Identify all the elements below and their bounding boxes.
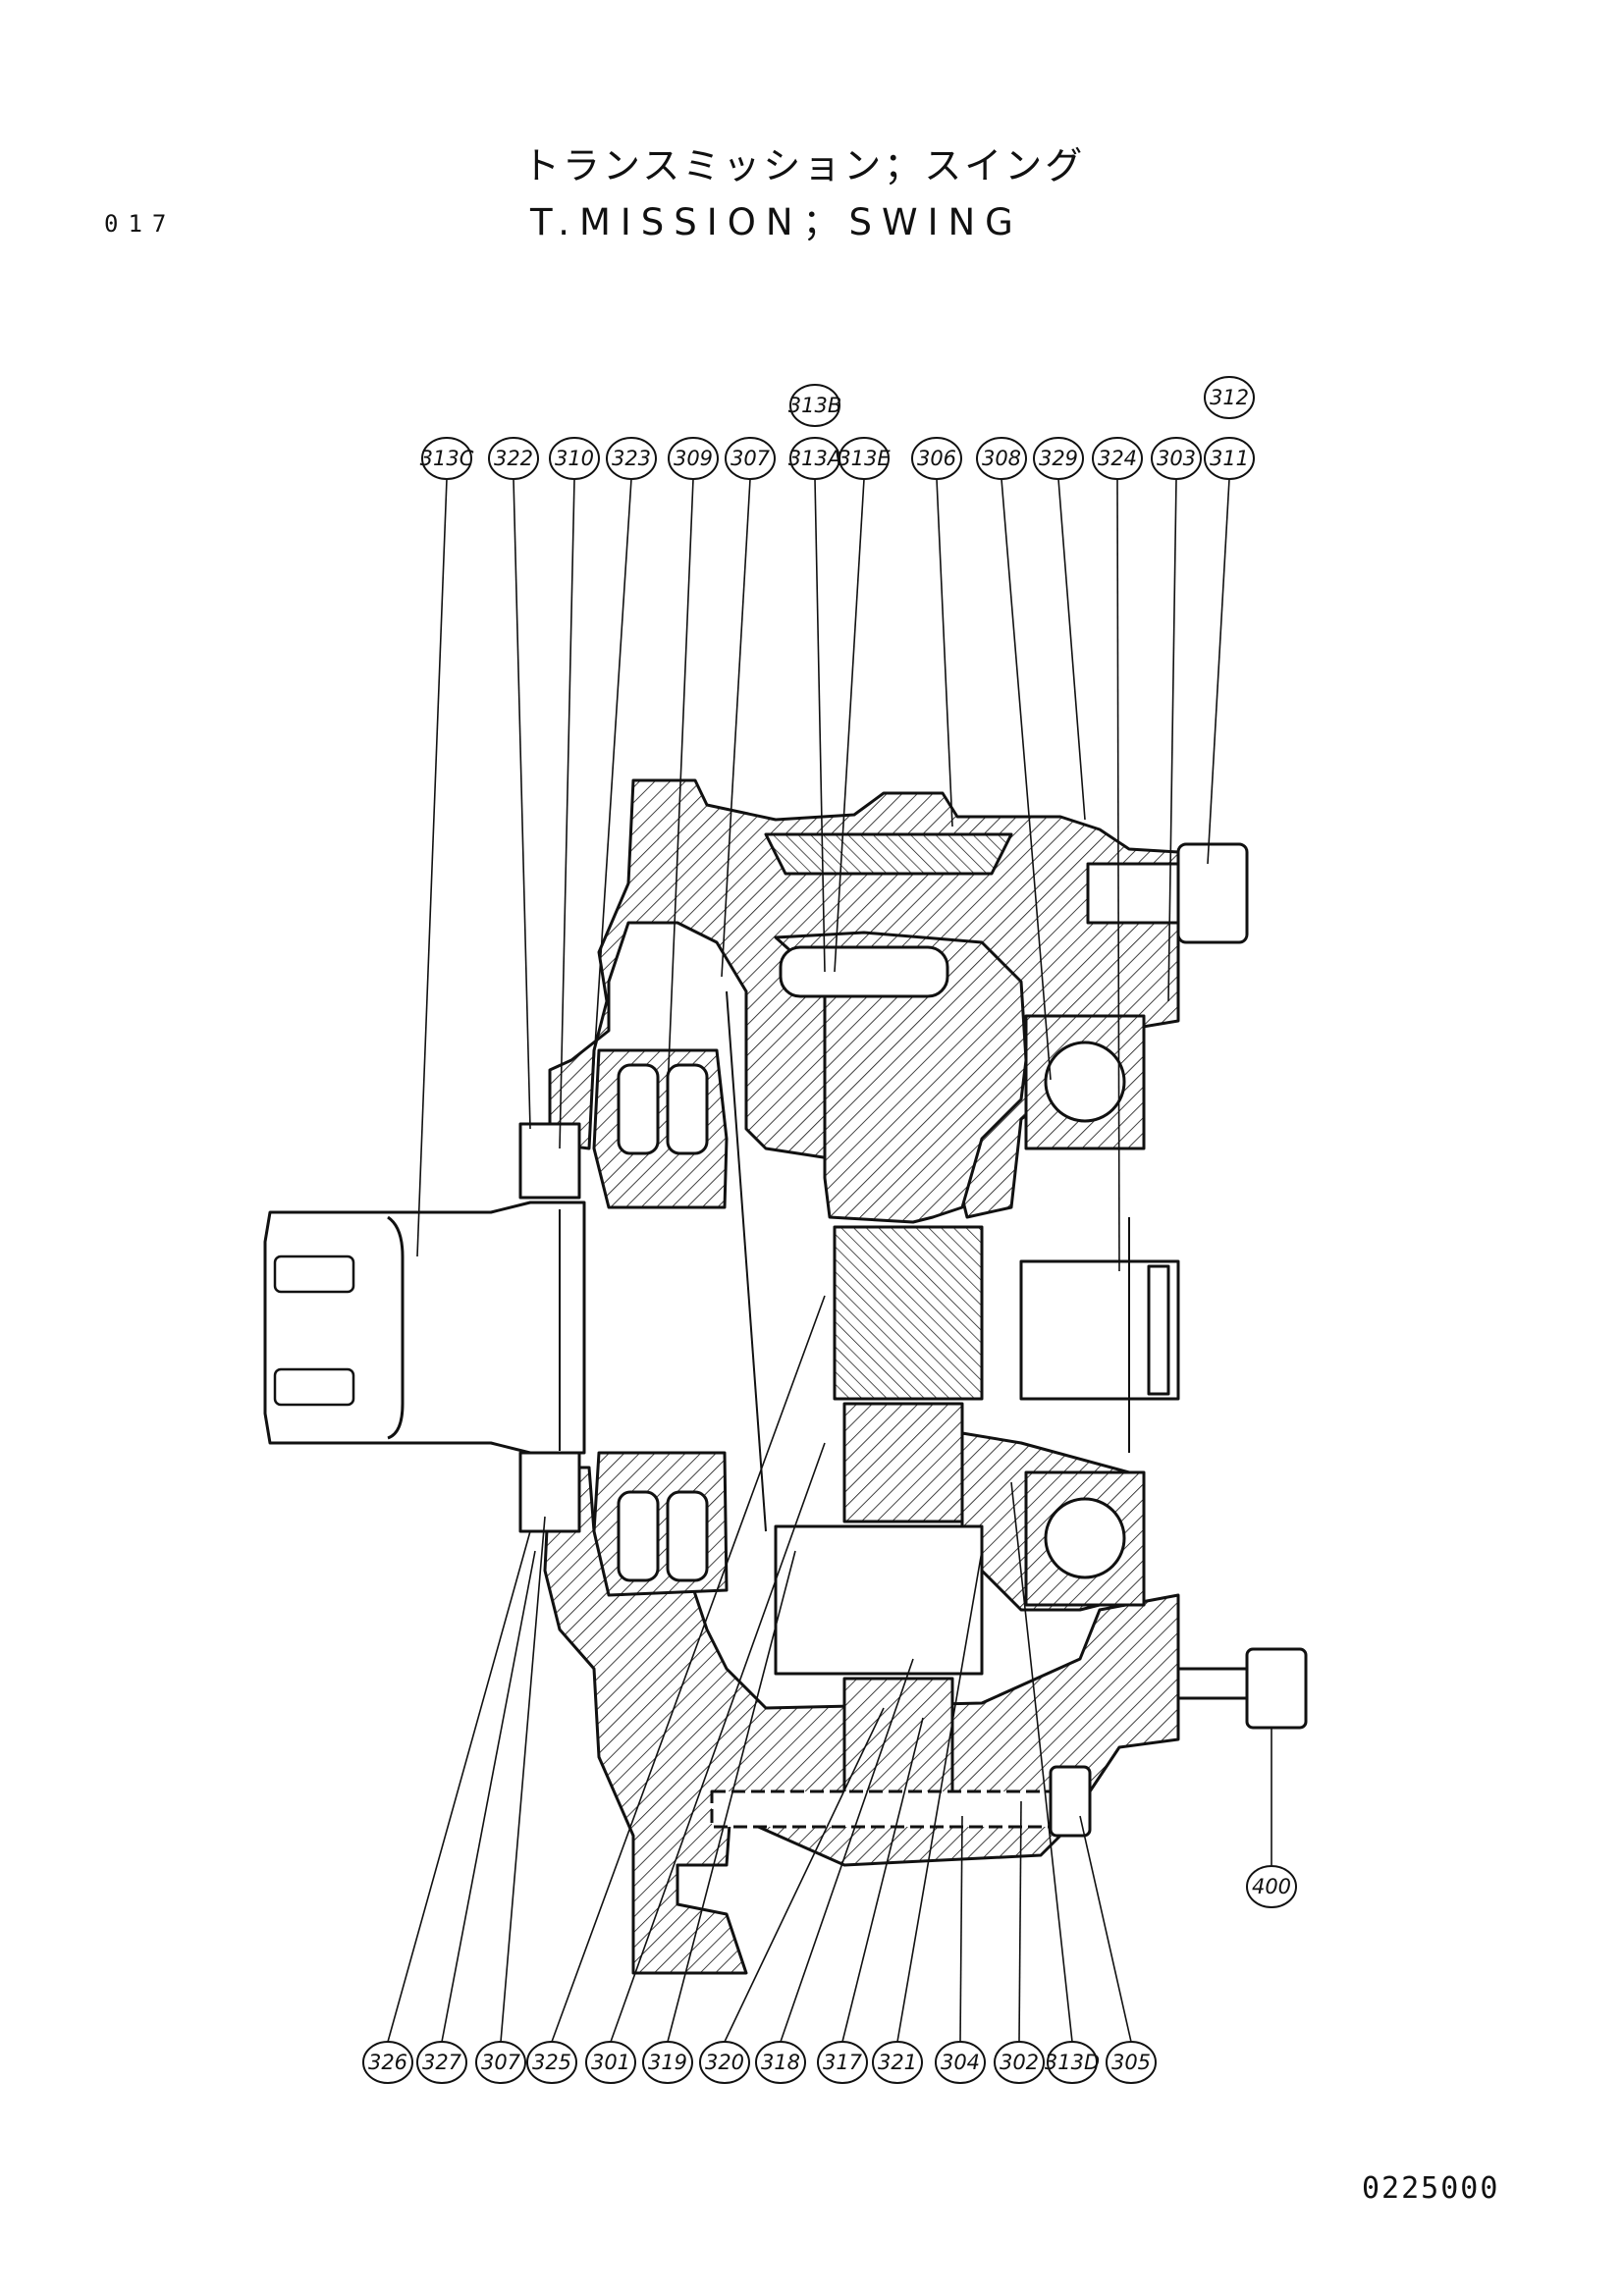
output-shaft <box>263 1201 586 1455</box>
callout-313d: 313D <box>1045 2041 1100 2084</box>
svg-text:400: 400 <box>1252 1875 1291 1898</box>
callout-313c: 313C <box>420 437 474 480</box>
svg-text:313E: 313E <box>838 447 891 470</box>
spline-upper <box>273 1255 355 1294</box>
seal-left-upper <box>518 1122 581 1200</box>
callout-313e: 313E <box>838 437 891 480</box>
bolt-305 <box>710 1789 1077 1829</box>
callout-323: 323 <box>606 437 657 480</box>
pin-shaft <box>774 1524 984 1676</box>
svg-text:317: 317 <box>823 2051 863 2074</box>
svg-text:325: 325 <box>532 2051 571 2074</box>
callouts: 313B 312 313C 322 310 323 309 307 313A 3… <box>362 376 1297 2084</box>
callout-309: 309 <box>668 437 719 480</box>
svg-text:318: 318 <box>761 2051 800 2074</box>
leader-lines <box>387 478 1272 2043</box>
svg-text:309: 309 <box>674 447 713 470</box>
svg-text:319: 319 <box>648 2051 687 2074</box>
seal-left-lower <box>518 1451 581 1533</box>
planet-gear-lower <box>842 1677 954 1798</box>
svg-text:322: 322 <box>494 447 533 470</box>
svg-text:312: 312 <box>1210 386 1249 409</box>
callout-308: 308 <box>976 437 1027 480</box>
callout-304: 304 <box>935 2041 986 2084</box>
callout-329: 329 <box>1033 437 1084 480</box>
sun-gear <box>833 1225 984 1401</box>
callout-324: 324 <box>1092 437 1143 480</box>
callout-307-bottom: 307 <box>475 2041 526 2084</box>
callout-322: 322 <box>488 437 539 480</box>
svg-text:303: 303 <box>1157 447 1196 470</box>
callout-312: 312 <box>1204 376 1255 419</box>
svg-text:313D: 313D <box>1045 2051 1100 2074</box>
svg-text:304: 304 <box>941 2051 980 2074</box>
pin-313a <box>779 945 949 998</box>
callout-313b: 313B <box>788 384 842 427</box>
svg-text:307: 307 <box>730 447 771 470</box>
svg-text:327: 327 <box>422 2051 462 2074</box>
svg-text:301: 301 <box>591 2051 630 2074</box>
plug-311 <box>1176 842 1249 944</box>
callout-307-top: 307 <box>725 437 776 480</box>
bolt-400 <box>1176 1667 1249 1700</box>
callout-327: 327 <box>416 2041 467 2084</box>
svg-text:323: 323 <box>612 447 651 470</box>
title-english: T.MISSION；SWING <box>530 201 1023 243</box>
callout-306: 306 <box>911 437 962 480</box>
callout-325: 325 <box>526 2041 577 2084</box>
svg-text:310: 310 <box>555 447 594 470</box>
title-japanese: トランスミッション；スイング <box>522 144 1086 187</box>
page-number: 017 <box>104 210 177 238</box>
svg-text:313A: 313A <box>788 447 841 470</box>
callout-400: 400 <box>1246 1865 1297 1908</box>
spline-lower <box>273 1367 355 1407</box>
svg-text:307: 307 <box>481 2051 521 2074</box>
callout-305: 305 <box>1106 2041 1157 2084</box>
callout-319: 319 <box>642 2041 693 2084</box>
callout-303: 303 <box>1151 437 1202 480</box>
callout-310: 310 <box>549 437 600 480</box>
svg-text:311: 311 <box>1210 447 1249 470</box>
svg-text:306: 306 <box>917 447 956 470</box>
svg-text:326: 326 <box>368 2051 407 2074</box>
callout-313a: 313A <box>788 437 841 480</box>
callout-318: 318 <box>755 2041 806 2084</box>
assembly-drawing <box>263 778 1308 1975</box>
callout-302: 302 <box>994 2041 1045 2084</box>
svg-text:321: 321 <box>878 2051 917 2074</box>
svg-text:329: 329 <box>1039 447 1078 470</box>
svg-text:320: 320 <box>705 2051 744 2074</box>
svg-text:305: 305 <box>1111 2051 1151 2074</box>
document-code: 0225000 <box>1362 2171 1500 2206</box>
callout-321: 321 <box>872 2041 923 2084</box>
callout-320: 320 <box>699 2041 750 2084</box>
svg-text:324: 324 <box>1098 447 1137 470</box>
svg-text:302: 302 <box>1000 2051 1039 2074</box>
svg-text:308: 308 <box>982 447 1021 470</box>
callout-326: 326 <box>362 2041 413 2084</box>
carrier <box>774 931 1028 1224</box>
planet-gear-upper <box>842 1402 964 1523</box>
svg-text:313B: 313B <box>788 394 842 417</box>
callout-317: 317 <box>817 2041 868 2084</box>
svg-text:313C: 313C <box>420 447 474 470</box>
callout-301: 301 <box>585 2041 636 2084</box>
ring-gear-top <box>764 832 1013 876</box>
callout-311: 311 <box>1204 437 1255 480</box>
